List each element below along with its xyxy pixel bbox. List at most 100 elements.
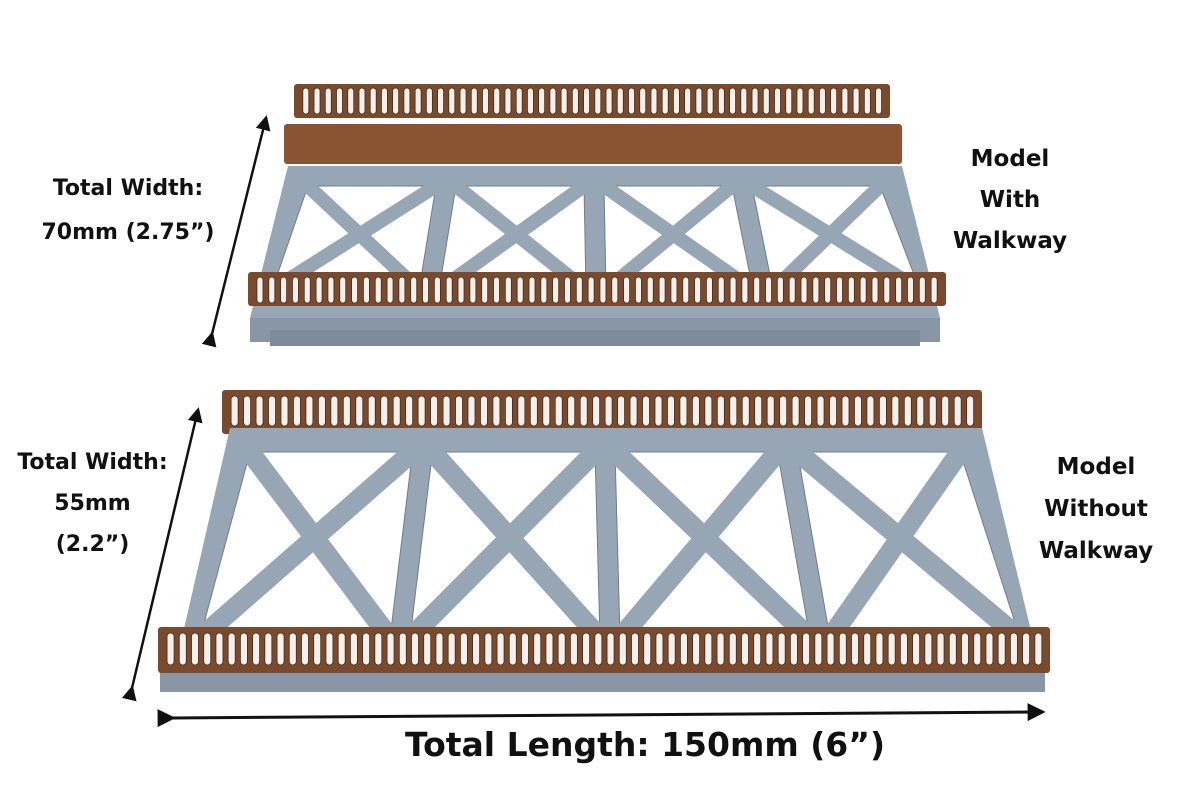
railing-slot [422,276,429,304]
railing-slot [740,87,748,115]
railing-slot [355,395,364,427]
railing-slot [611,276,619,304]
railing-slot [684,87,692,115]
railing-slot [618,632,627,666]
railing-slot [533,632,542,666]
railing-slot [694,276,701,304]
railing-slot [504,276,512,304]
railing-slot [650,87,658,115]
railing-slot [606,632,615,666]
bottom-width-line-3: (2.2”) [55,532,130,557]
railing-slot [605,87,613,115]
railing-slot [716,632,725,666]
railing-slot [774,87,781,115]
top-model-line-2: With [979,187,1041,213]
back-railing-bottom [222,390,982,434]
top-model-line-3: Walkway [952,228,1068,254]
railing-slot [887,632,896,666]
railing-slot [582,632,591,666]
railing-slot [255,395,264,427]
railing-slot [540,276,548,304]
railing-slot [508,632,517,666]
railing-slot [1022,632,1031,666]
railing-slot [369,87,377,115]
truss-brace [605,442,820,648]
railing-slot [604,395,613,427]
railing-slot [552,276,560,304]
railing-slot [682,276,690,304]
railing-slot [716,395,725,427]
railing-slot [766,395,775,427]
railing-slot [367,395,376,427]
railing-slot [916,395,925,427]
railing-slot [457,276,465,304]
railing-slot [673,87,680,115]
railing-slot [785,87,793,115]
railing-slot [264,632,273,666]
length-arrow [157,703,1046,728]
railing-slot [435,632,444,666]
railing-slot [796,87,804,115]
railing-slot [430,395,438,427]
railing-slot [579,395,588,427]
railing-slot [741,276,749,304]
railing-slot [918,276,926,304]
railing-slot [527,87,534,115]
railing-slot [560,87,568,115]
railing-slot [239,632,248,666]
railing-slot [985,632,994,666]
railing-slot [859,276,867,304]
railing-slot [405,395,414,427]
railing-slot [313,632,322,666]
railing-slot [753,276,761,304]
railing-slot [564,276,571,304]
railing-slot [930,276,938,304]
railing-slot [654,395,663,427]
railing-slot [315,276,323,304]
railing-slot [374,276,382,304]
railing-slot [791,395,800,427]
railing-slot [895,276,903,304]
railing-slot [704,395,713,427]
railing-slot [661,87,669,115]
railing-slot [617,395,625,427]
railing-slot [493,87,501,115]
railing-slot [339,276,347,304]
railing-slot [301,632,309,666]
railing-slot [936,632,945,666]
railing-slot [504,395,513,427]
railing-slot [776,276,784,304]
railing-slot [691,395,700,427]
railing-slot [800,276,808,304]
railing-slot [425,87,433,115]
railing-slot [871,276,879,304]
railing-slot [469,276,477,304]
railing-slot [252,632,261,666]
railing-slot [1009,632,1018,666]
railing-slot [1034,632,1043,666]
railing-slot [628,87,635,115]
railing-slot [751,87,759,115]
back-railing-far [294,84,890,118]
railing-slot [754,395,763,427]
railing-slot [166,632,175,666]
railing-slot [819,87,826,115]
railing-slot [411,632,419,666]
railing-slot [336,87,343,115]
railing-slot [706,87,714,115]
railing-slot [178,632,187,666]
railing-slot [966,395,975,427]
railing-slot [863,632,872,666]
bottom-width-label: Total Width: 55mm (2.2”) [0,452,185,575]
railing-slot [692,632,701,666]
railing-slot [789,632,798,666]
railing-slot [655,632,664,666]
front-railing-bottom [158,627,1050,673]
railing-slot [779,395,788,427]
railing-slot [912,632,921,666]
bottom-model-label: Model Without Walkway [1022,456,1170,582]
railing-slot [623,276,631,304]
railing-slot [515,87,523,115]
railing-slot [342,395,351,427]
railing-slot [941,395,950,427]
